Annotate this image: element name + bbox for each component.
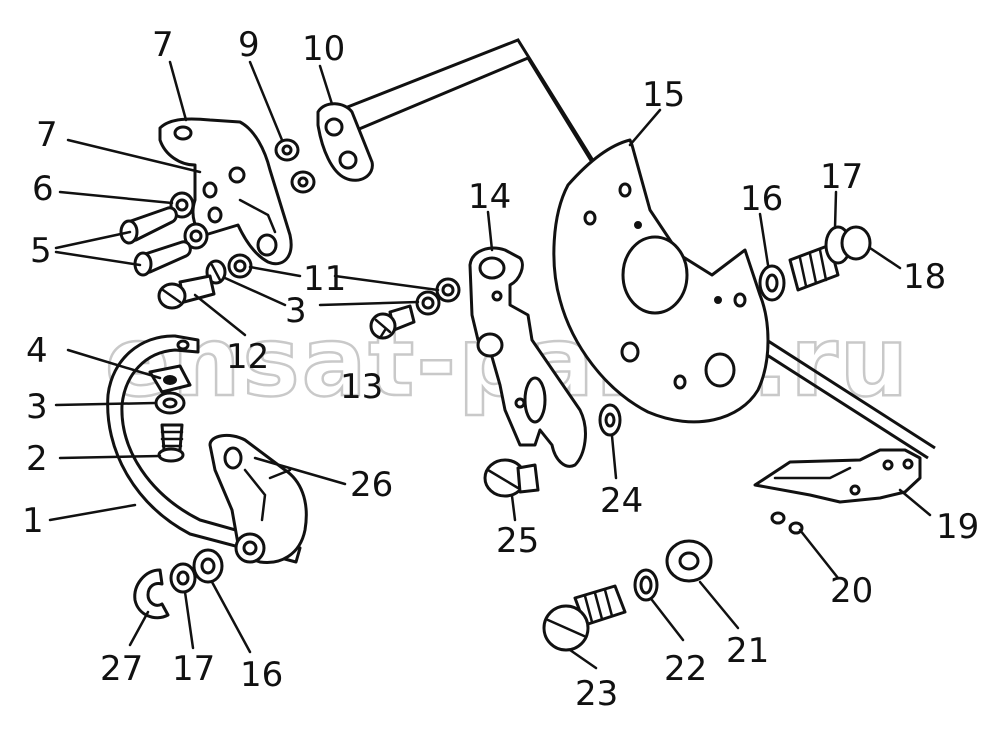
- part-5-pins: [119, 206, 192, 277]
- leader-lines: [48, 60, 932, 670]
- callout-16-right: 16: [740, 179, 783, 219]
- callout-26: 26: [350, 465, 393, 505]
- part-15-base-plate: [552, 138, 770, 424]
- part-21-washer: [665, 539, 713, 583]
- part-16-washer-right: [758, 264, 786, 302]
- part-26-weight: [208, 433, 308, 565]
- callout-18: 18: [903, 257, 946, 297]
- part-22-lock-washer: [633, 568, 659, 602]
- callout-7: 7: [36, 115, 58, 155]
- callout-24: 24: [600, 481, 643, 521]
- callout-3-lower: 3: [26, 387, 48, 427]
- callout-16-lower: 16: [240, 655, 283, 695]
- part-3-washer-lower: [154, 391, 186, 415]
- callout-4: 4: [26, 331, 48, 371]
- part-27-circlip: [133, 568, 170, 620]
- callout-10: 10: [302, 29, 345, 69]
- part-17-washer-lower: [169, 562, 197, 594]
- callout-1: 1: [22, 501, 44, 541]
- callout-14: 14: [468, 177, 511, 217]
- callout-15: 15: [642, 75, 685, 115]
- callout-3-upper: 3: [285, 291, 307, 331]
- callout-2: 2: [26, 439, 48, 479]
- part-9-washers: [274, 138, 316, 194]
- callout-19: 19: [936, 507, 979, 547]
- part-8-bracket: [158, 117, 293, 266]
- callout-23: 23: [575, 674, 618, 714]
- callout-9: 9: [238, 25, 260, 65]
- part-25-screw: [483, 458, 540, 498]
- callout-8: 7: [152, 25, 174, 65]
- callout-5: 5: [30, 231, 52, 271]
- part-14-lever: [468, 246, 587, 468]
- part-19-bracket: [753, 448, 922, 504]
- part-16-washer-lower: [192, 548, 224, 584]
- part-12-screw: [157, 274, 216, 310]
- callout-17-right: 17: [820, 157, 863, 197]
- part-23-screw: [542, 584, 627, 652]
- callout-13: 13: [340, 367, 383, 407]
- callout-21: 21: [726, 631, 769, 671]
- part-2-screw: [157, 423, 185, 463]
- callout-25: 25: [496, 521, 539, 561]
- part-20-pins: [770, 511, 804, 535]
- part-17-18-pin: [788, 225, 872, 292]
- part-10-plate: [316, 102, 374, 182]
- part-24-washer: [598, 403, 622, 437]
- callout-6: 6: [32, 169, 54, 209]
- callout-17-lower: 17: [172, 649, 215, 689]
- callout-27: 27: [100, 649, 143, 689]
- part-4-plate: [148, 364, 192, 394]
- callout-labels: 7 9 10 7 6 5 11 3 12 13 14 15 16 17 18 1…: [22, 25, 979, 714]
- callout-11: 11: [303, 259, 346, 299]
- callout-22: 22: [664, 649, 707, 689]
- part-13-screw: [369, 304, 416, 340]
- callout-12: 12: [226, 337, 269, 377]
- callout-20: 20: [830, 571, 873, 611]
- part-1-strap: [106, 334, 302, 564]
